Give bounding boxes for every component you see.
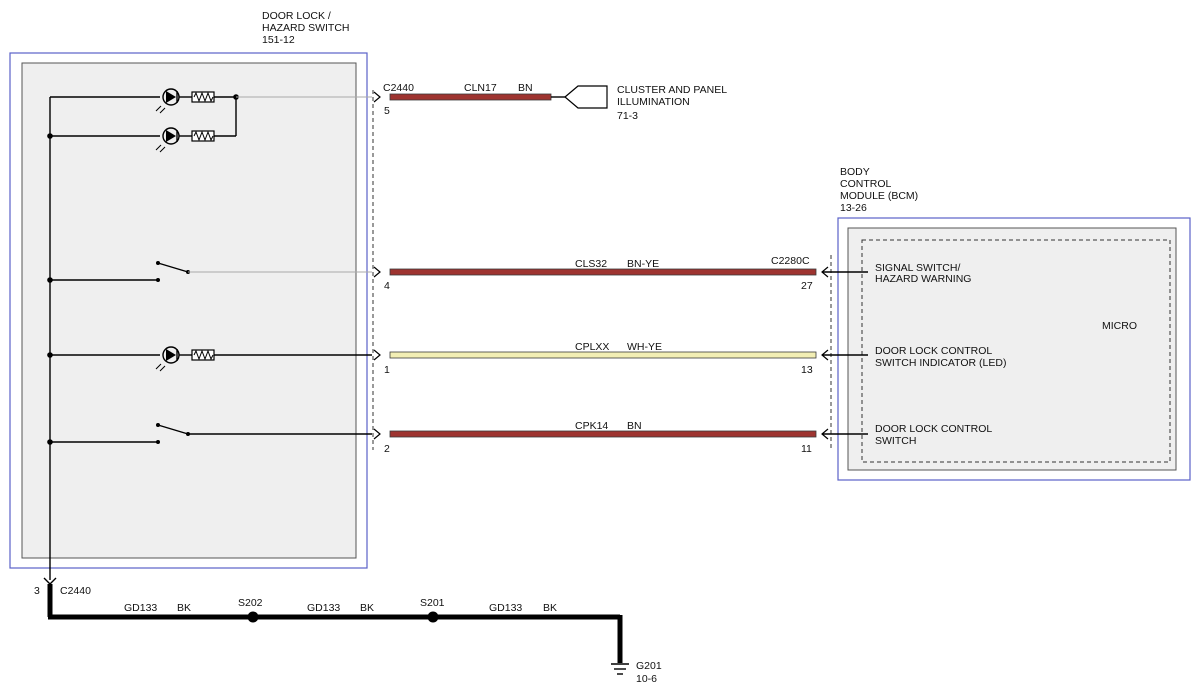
pin-left-cln17: 5	[384, 105, 390, 117]
circuit-label-cls32: CLS32	[575, 258, 607, 270]
bcm-name-line3: MODULE (BCM)	[840, 190, 918, 202]
bcm-input-1-line1: SIGNAL SWITCH/	[875, 262, 960, 274]
resistor-icon	[191, 349, 215, 361]
color-label-cpk14: BN	[627, 420, 642, 432]
wire-cpk14	[389, 430, 817, 438]
door-lock-switch-contact	[47, 423, 372, 445]
ground-seg1-circuit: GD133	[124, 602, 157, 614]
circuit-label-cplxx: CPLXX	[575, 341, 609, 353]
pin-right-cplxx: 13	[801, 364, 813, 376]
splice-s201-dot	[427, 611, 439, 623]
pin-left-cpk14: 2	[384, 443, 390, 455]
illumination-led-group	[47, 88, 372, 153]
bcm-outer-frame	[837, 217, 1191, 481]
connector-c2440-label: C2440	[383, 82, 414, 94]
door-lock-indicator-led	[47, 346, 372, 372]
color-label-cplxx: WH-YE	[627, 341, 662, 353]
ground-connector-label: C2440	[60, 585, 91, 597]
splice-s202-dot	[247, 611, 259, 623]
bcm-name-line2: CONTROL	[840, 178, 891, 190]
wire-cln17	[389, 93, 552, 101]
cluster-connector-icon	[551, 85, 608, 109]
cluster-ref-number: 71-3	[617, 110, 638, 122]
ground-pin-number: 3	[34, 585, 40, 597]
door-lock-hazard-switch	[9, 52, 374, 569]
color-label-cln17: BN	[518, 82, 533, 94]
wire-cplxx	[389, 351, 817, 359]
ground-seg1-color: BK	[177, 602, 191, 614]
splice-s202-label: S202	[238, 597, 263, 609]
led-icon	[155, 127, 180, 153]
circuit-label-cpk14: CPK14	[575, 420, 608, 432]
bcm-input-2-line2: SWITCH INDICATOR (LED)	[875, 357, 1006, 369]
hazard-switch-contact	[47, 261, 372, 283]
ground-seg2-circuit: GD133	[307, 602, 340, 614]
bcm-micro-boundary	[861, 239, 1171, 463]
bcm-input-leads	[821, 266, 868, 440]
bcm-input-1-line2: HAZARD WARNING	[875, 273, 971, 285]
ground-seg2-color: BK	[360, 602, 374, 614]
resistor-icon	[191, 91, 215, 103]
bcm-name-line1: BODY	[840, 166, 870, 178]
pin-right-cls32: 27	[801, 280, 813, 292]
switch-ref: 151-12	[262, 34, 295, 46]
left-connector-pins	[373, 91, 381, 440]
bcm-connector-label: C2280C	[771, 255, 810, 267]
splice-s201-label: S201	[420, 597, 445, 609]
pin-left-cplxx: 1	[384, 364, 390, 376]
cluster-ref-line1: CLUSTER AND PANEL	[617, 84, 727, 96]
cluster-ref-line2: ILLUMINATION	[617, 96, 690, 108]
ground-point-label: G201	[636, 660, 662, 672]
ground-seg3-circuit: GD133	[489, 602, 522, 614]
resistor-icon	[191, 130, 215, 142]
bcm-input-3-line1: DOOR LOCK CONTROL	[875, 423, 992, 435]
circuit-label-cln17: CLN17	[464, 82, 497, 94]
ground-circuit	[43, 577, 629, 675]
bcm-input-3-line2: SWITCH	[875, 435, 916, 447]
ground-point-ref: 10-6	[636, 673, 657, 685]
ground-seg3-color: BK	[543, 602, 557, 614]
wire-group	[389, 93, 817, 438]
switch-inner-panel	[21, 62, 357, 559]
pin-right-cpk14: 11	[801, 443, 812, 455]
pin-left-cls32: 4	[384, 280, 390, 292]
bcm-module	[830, 217, 1191, 481]
switch-name-line2: HAZARD SWITCH	[262, 22, 350, 34]
bcm-micro-label: MICRO	[1102, 320, 1137, 332]
switch-name-line1: DOOR LOCK /	[262, 10, 331, 22]
wire-cls32	[389, 268, 817, 276]
bcm-input-2-line1: DOOR LOCK CONTROL	[875, 345, 992, 357]
bcm-ref: 13-26	[840, 202, 867, 214]
color-label-cls32: BN-YE	[627, 258, 659, 270]
ground-symbol-icon	[611, 663, 629, 675]
bcm-inner-panel	[847, 227, 1177, 471]
switch-outer-frame	[9, 52, 368, 569]
